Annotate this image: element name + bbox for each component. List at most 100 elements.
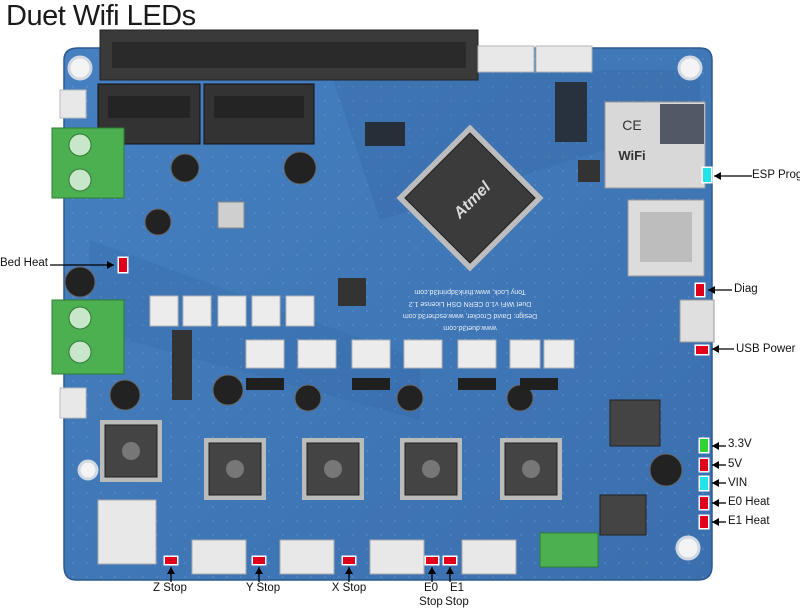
terminal-screw — [68, 306, 92, 330]
label-e0-stop-line1: E0 — [423, 582, 439, 594]
capacitor-smd — [217, 201, 245, 229]
arrow-y-stop — [255, 567, 263, 582]
terminal-block-vin — [51, 299, 125, 375]
fan-connector — [182, 295, 212, 327]
thermistor-connector — [297, 339, 337, 369]
arrow-esp-prog-head — [714, 172, 721, 180]
label-bed-heat: Bed Heat — [0, 257, 48, 269]
small-ic — [578, 160, 600, 182]
label-5v: 5V — [728, 458, 743, 470]
regulator — [609, 399, 661, 447]
mcu-body — [404, 132, 536, 264]
capacitor — [649, 453, 683, 487]
arrow-z-stop — [167, 567, 175, 582]
driver-logo — [522, 460, 540, 478]
mosfet-strip — [172, 330, 192, 400]
led-diag — [696, 284, 704, 296]
thermistor-connectors — [172, 330, 575, 400]
regulators — [599, 399, 661, 536]
page-title: Duet Wifi LEDs — [6, 0, 196, 32]
silkscreen-line: Design: David Crocker, www.escher3d.com — [403, 312, 537, 319]
stepper-driver — [204, 438, 266, 500]
ribbon-connector-slot — [214, 96, 304, 118]
led-usb-power — [696, 346, 708, 354]
esp-label: WiFi — [618, 148, 645, 163]
capacitor — [212, 374, 244, 406]
fan-connector — [217, 295, 247, 327]
stepper-driver — [400, 438, 462, 500]
label-e0-heat: E0 Heat — [728, 496, 770, 508]
usb-connector — [679, 299, 715, 343]
motor-connector — [279, 539, 335, 575]
label-e1-stop-line2: Stop — [445, 596, 469, 608]
thermistor-connector — [351, 339, 391, 369]
led-y-stop — [253, 557, 265, 564]
led-vin — [700, 477, 708, 490]
pin-header — [352, 378, 390, 390]
pin-header — [555, 82, 587, 142]
label-e1-stop: E1 Stop — [440, 581, 474, 609]
led-x-stop — [343, 557, 355, 564]
expansion-header — [99, 29, 479, 81]
capacitor — [283, 151, 317, 185]
terminal-screw — [68, 340, 92, 364]
arrow-v33-head — [712, 442, 719, 450]
led-e0-stop — [426, 557, 438, 564]
driver-logo — [226, 460, 244, 478]
motor-connector — [191, 539, 247, 575]
arrow-e1-heat-head — [712, 518, 719, 526]
terminal-block-heaters — [539, 532, 599, 568]
arrow-diag-head — [708, 286, 715, 294]
capacitor — [396, 384, 424, 412]
mounting-hole — [67, 55, 93, 81]
led-v33 — [700, 439, 708, 452]
esp-ident: CE — [622, 117, 641, 133]
arrow-e1-stop-head — [446, 567, 454, 574]
sd-slot-opening — [640, 212, 692, 262]
esp-module: CE WiFi — [604, 101, 706, 189]
arrow-e0-stop — [428, 567, 436, 582]
capacitor — [64, 266, 96, 298]
pin-header — [458, 378, 496, 390]
small-connector — [59, 89, 87, 119]
stepper-drivers — [100, 160, 600, 500]
fan-connector — [285, 295, 315, 327]
mounting-hole — [675, 535, 701, 561]
thermistor-connector — [509, 339, 541, 369]
label-e0-stop: E0 Stop — [414, 581, 448, 609]
terminal-screw — [68, 133, 92, 157]
arrow-y-stop-head — [255, 567, 263, 574]
stepper-driver — [302, 438, 364, 500]
pin-header — [365, 122, 405, 146]
driver-logo — [122, 442, 140, 460]
regulator — [599, 494, 647, 536]
label-y-stop: Y Stop — [245, 582, 281, 594]
top-connectors — [365, 45, 593, 146]
arrow-e0-heat-head — [712, 499, 719, 507]
pcb-shade-band — [90, 240, 420, 420]
pin-header — [246, 378, 284, 390]
arrow-v5 — [712, 461, 726, 469]
silkscreen-text: www.duet3d.com Design: David Crocker, ww… — [403, 288, 537, 331]
arrow-v33 — [712, 442, 726, 450]
thermistor-connector — [403, 339, 443, 369]
fan-connector — [149, 295, 179, 327]
arrow-z-stop-head — [167, 567, 175, 574]
terminal-screw — [68, 168, 92, 192]
arrow-x-stop-head — [345, 567, 353, 574]
label-3-3v: 3.3V — [728, 438, 752, 450]
mounting-hole — [77, 459, 99, 481]
led-bed-heat — [119, 258, 127, 272]
arrow-bed-heat-head — [107, 261, 114, 269]
silkscreen-line: Tony Lock, www.think3dprint3d.com — [414, 288, 525, 295]
arrow-x-stop — [345, 567, 353, 582]
led-e0-heat — [700, 497, 708, 509]
fan-connectors — [149, 295, 315, 327]
label-usb-power: USB Power — [736, 343, 796, 355]
label-z-stop: Z Stop — [153, 582, 187, 594]
mounting-holes — [67, 55, 703, 561]
ribbon-connector-slot — [108, 96, 190, 118]
small-ic — [338, 278, 366, 306]
arrow-esp-prog — [714, 172, 752, 180]
